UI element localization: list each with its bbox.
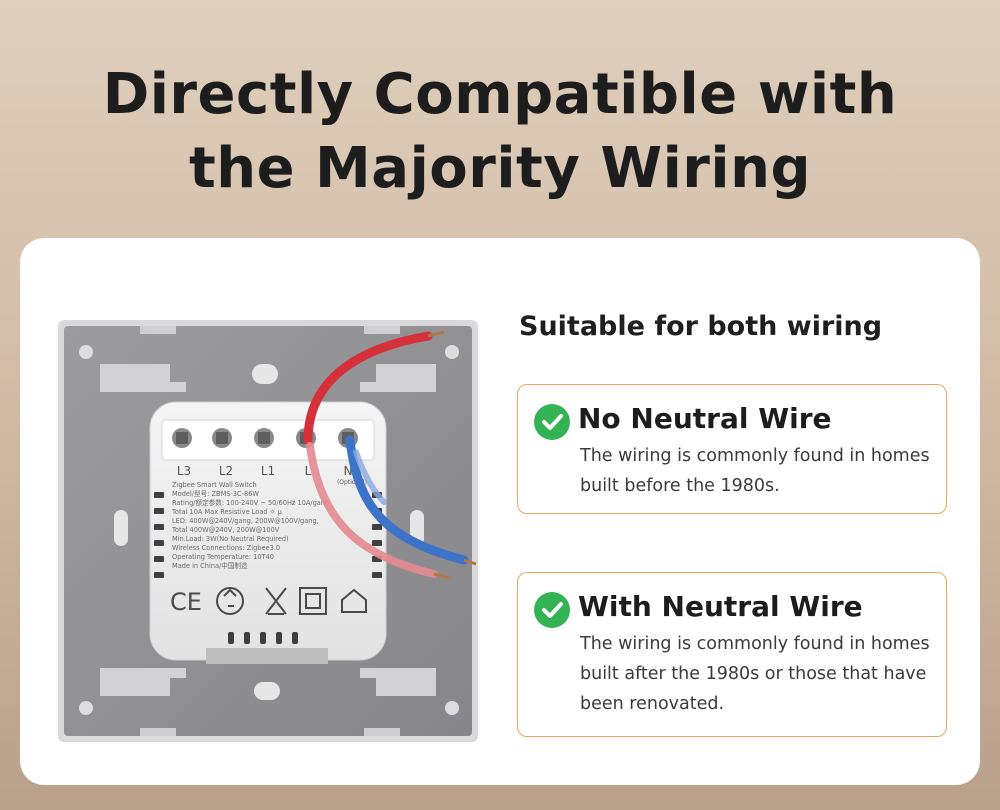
weee-bin-icon <box>265 587 287 615</box>
terminal-label: N <box>344 464 353 478</box>
spec-line: LED: 400W@240V/gang, 200W@100V/gang, <box>172 517 319 525</box>
screw-hole-bottom-right <box>445 701 459 715</box>
double-insulation-icon <box>299 587 327 615</box>
option-description: The wiring is commonly found in homes bu… <box>580 446 930 496</box>
option-no-neutral: No Neutral Wire The wiring is commonly f… <box>517 384 947 514</box>
recycle-arrows <box>223 588 237 607</box>
headline: Directly Compatible with the Majority Wi… <box>0 58 1000 206</box>
bottom-vents <box>228 632 298 644</box>
content-card: L3 L2 L1 L N (Optional) Zigbee Smart Wal… <box>20 238 980 785</box>
wall-switch-image: L3 L2 L1 L N (Optional) Zigbee Smart Wal… <box>58 320 480 744</box>
check-circle-icon <box>534 404 570 440</box>
module-foot <box>206 648 328 664</box>
headline-line-2: the Majority Wiring <box>188 136 812 201</box>
check-circle-icon <box>534 592 570 628</box>
ce-mark: CE <box>170 588 202 616</box>
spec-line: Operating Temperature: 10T40 <box>172 553 274 561</box>
neutral-wire-loop <box>353 449 387 505</box>
compliance-marks: CE <box>170 587 367 616</box>
spec-label: Zigbee Smart Wall Switch Model/型号: ZBMS-… <box>171 481 329 570</box>
spec-line: Rating/额定参数: 100-240V ~ 50/60Hz 10A/gang <box>172 498 329 507</box>
headline-line-1: Directly Compatible with <box>102 62 898 127</box>
spec-line: Made in China/中国制造 <box>172 561 248 570</box>
side-slots <box>114 364 424 700</box>
terminal-label: L3 <box>177 464 191 478</box>
neutral-wire <box>345 435 469 565</box>
spec-line: Total 10A Max Resistive Load ☼ μ <box>171 508 283 516</box>
terminal-label: L2 <box>219 464 233 478</box>
spec-line: Total 400W@240V, 200W@100V <box>171 526 280 534</box>
option-description: The wiring is commonly found in homes bu… <box>580 634 930 714</box>
indoor-use-icon <box>341 588 367 613</box>
wall-switch-illustration: L3 L2 L1 L N (Optional) Zigbee Smart Wal… <box>58 320 478 742</box>
screw-hole-top-right <box>445 345 459 359</box>
recycle-icon <box>216 587 244 615</box>
spec-line: Model/型号: ZBMS-3C-86W <box>172 489 259 498</box>
option-with-neutral: With Neutral Wire The wiring is commonly… <box>517 572 947 737</box>
terminal-note: (Optional) <box>337 479 367 486</box>
spec-line: Min.Load: 3W(No Neutral Required) <box>172 535 289 543</box>
neutral-wire-tip <box>463 558 477 566</box>
screw-hole-bottom-left <box>79 701 93 715</box>
panel-heading: Suitable for both wiring <box>519 311 883 342</box>
terminal-label: L <box>305 464 312 478</box>
mounting-tabs <box>100 364 436 696</box>
live-wire-tip <box>427 330 445 338</box>
live-wire-loop-tip <box>433 572 451 580</box>
spec-line: Wireless Connections: Zigbee3.0 <box>172 544 280 552</box>
live-wire-loop <box>306 442 438 578</box>
side-vents <box>154 492 382 578</box>
top-clips <box>140 326 400 736</box>
terminal-label: L1 <box>261 464 275 478</box>
spec-line: Zigbee Smart Wall Switch <box>172 481 257 489</box>
screw-hole-top-left <box>79 345 93 359</box>
option-title: No Neutral Wire <box>578 402 832 435</box>
option-title: With Neutral Wire <box>578 590 863 623</box>
live-wire <box>303 331 433 445</box>
